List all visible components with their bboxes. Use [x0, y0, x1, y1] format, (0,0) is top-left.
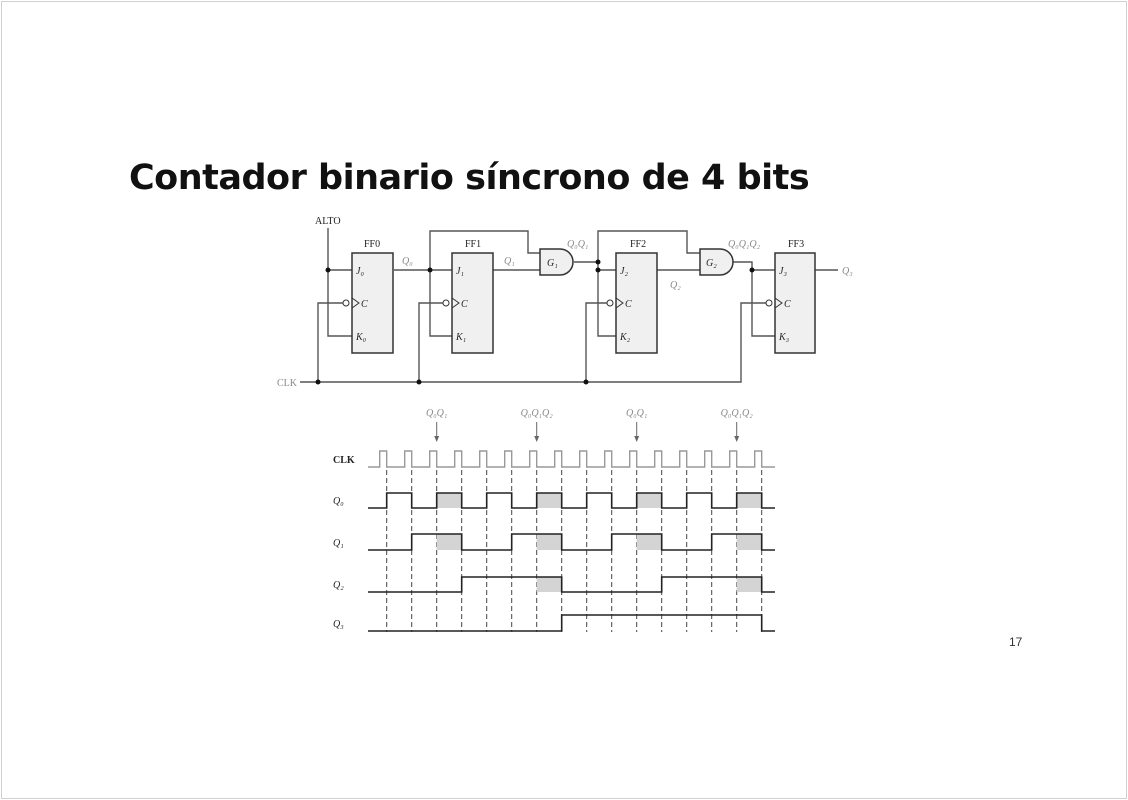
k-label: K₃	[778, 332, 790, 343]
k-label: K₁	[455, 332, 466, 343]
q3-waveform	[368, 614, 775, 632]
gate-marker-label: Q₀Q₁Q₂	[521, 408, 554, 419]
gate-label: G₂	[706, 258, 717, 269]
q1-waveform	[368, 533, 775, 551]
and-gate-g1: G₁ Q₀Q₁	[539, 239, 588, 276]
ff-label: FF2	[630, 239, 646, 250]
flip-flop-ff1: FF1 J₁ C K₁ Q₁	[442, 239, 515, 354]
marker-arrowhead	[634, 436, 640, 442]
marker-arrowhead	[534, 436, 540, 442]
j-label: J₃	[779, 266, 787, 277]
gate-marker-label: Q₀Q₁	[626, 408, 647, 419]
shaded-interval	[536, 577, 562, 592]
signal-label-3: Q₂	[333, 580, 344, 591]
k-label: K₀	[355, 332, 367, 343]
j-label: J₀	[356, 266, 364, 277]
junction-dots	[315, 259, 755, 385]
c-label: C	[361, 299, 368, 310]
clk-waveform	[368, 450, 775, 468]
signal-label-2: Q₁	[333, 538, 344, 549]
shaded-interval	[436, 493, 462, 508]
q-label: Q₃	[842, 266, 853, 277]
shaded-interval	[636, 493, 662, 508]
flip-flop-ff2: FF2 J₂ C K₂ Q₂	[606, 239, 681, 354]
signal-label-0: CLK	[333, 455, 355, 466]
alto-label: ALTO	[315, 216, 341, 227]
shaded-interval	[736, 493, 762, 508]
q2-waveform	[368, 576, 775, 593]
shaded-interval	[536, 493, 562, 508]
c-label: C	[784, 299, 791, 310]
ff-label: FF1	[465, 239, 481, 250]
ff-label: FF0	[364, 239, 380, 250]
clk-label: CLK	[277, 378, 298, 389]
shaded-interval	[536, 534, 562, 550]
shaded-interval	[736, 534, 762, 550]
c-label: C	[461, 299, 468, 310]
slide-title: Contador binario síncrono de 4 bits	[129, 158, 810, 198]
j-label: J₂	[620, 266, 628, 277]
q-label: Q₁	[504, 256, 515, 267]
gate-marker-label: Q₀Q₁	[426, 408, 447, 419]
shaded-interval	[436, 534, 462, 550]
wires	[300, 228, 838, 383]
gate-output-label: Q₀Q₁Q₂	[728, 239, 761, 250]
gate-label: G₁	[547, 258, 558, 269]
flip-flop-ff0: FF0 J₀ C K₀ Q₀	[342, 239, 413, 354]
signal-label-4: Q₃	[333, 619, 344, 630]
flip-flop-ff3: FF3 J₃ C K₃ Q₃	[765, 239, 853, 354]
gate-output-label: Q₀Q₁	[567, 239, 588, 250]
signal-label-1: Q₀	[333, 496, 344, 507]
q0-waveform	[368, 492, 775, 509]
page-number: 17	[1009, 635, 1023, 649]
shaded-interval	[736, 577, 762, 592]
marker-arrowhead	[734, 436, 740, 442]
c-label: C	[625, 299, 632, 310]
gate-marker-label: Q₀Q₁Q₂	[721, 408, 754, 419]
j-label: J₁	[456, 266, 464, 277]
and-gate-g2: G₂ Q₀Q₁Q₂	[699, 239, 761, 276]
q-label: Q₀	[402, 256, 413, 267]
ff-label: FF3	[788, 239, 804, 250]
shaded-interval	[636, 534, 662, 550]
q-label: Q₂	[670, 280, 681, 291]
k-label: K₂	[619, 332, 631, 343]
marker-arrowhead	[434, 436, 440, 442]
